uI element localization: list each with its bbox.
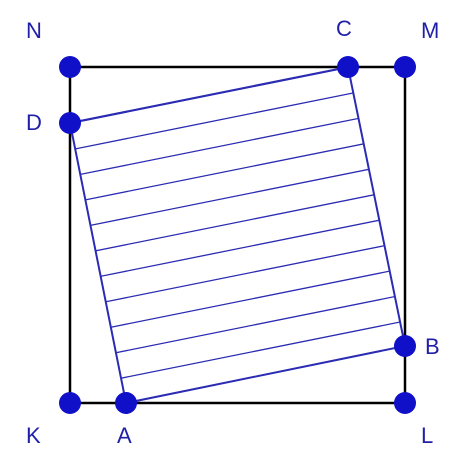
quadrilateral-abcd (68, 65, 407, 405)
point-l (394, 392, 416, 414)
label-c: C (336, 16, 352, 41)
hatch-line (70, 286, 405, 369)
label-m: M (421, 18, 439, 43)
label-d: D (26, 110, 42, 135)
point-n (59, 56, 81, 78)
point-k (59, 392, 81, 414)
label-b: B (425, 334, 440, 359)
hatch-line (70, 313, 405, 396)
hatch-line (70, 127, 405, 210)
hatch-line (70, 74, 405, 157)
point-c (337, 56, 359, 78)
point-m (394, 56, 416, 78)
label-k: K (26, 423, 41, 448)
label-n: N (26, 18, 42, 43)
hatch-line (70, 339, 405, 403)
label-a: A (117, 423, 132, 448)
hatch-line (70, 101, 405, 184)
hatch-line (70, 207, 405, 290)
hatch-line (70, 67, 405, 104)
point-a (115, 392, 137, 414)
point-d (59, 112, 81, 134)
point-b (394, 335, 416, 357)
square-klmn (68, 65, 407, 405)
label-l: L (421, 423, 433, 448)
